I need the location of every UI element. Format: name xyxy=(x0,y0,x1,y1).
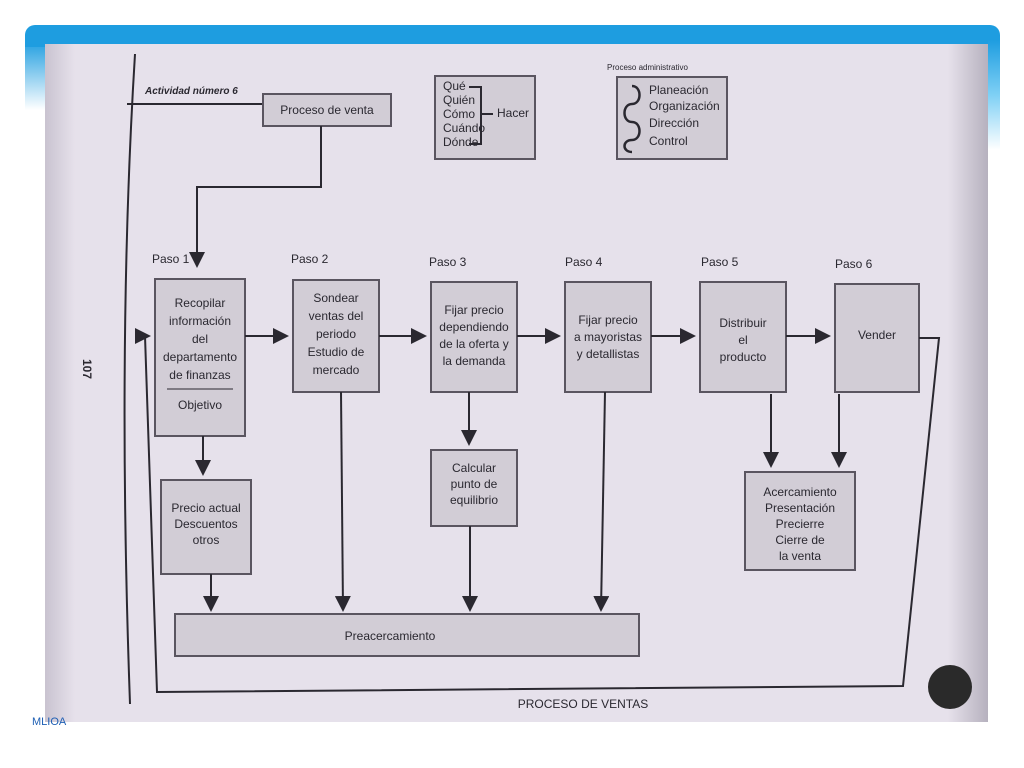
page-shadow-right xyxy=(948,44,988,722)
arrow-proceso-to-paso1 xyxy=(189,126,322,268)
svg-text:Quién: Quién xyxy=(443,93,475,107)
proceso-admin-title: Proceso administrativo xyxy=(607,63,688,72)
arrow-paso2-pre xyxy=(334,391,351,612)
svg-text:Objetivo: Objetivo xyxy=(178,398,222,412)
svg-text:información: información xyxy=(169,314,231,328)
arrow-paso4-pre xyxy=(593,391,610,612)
page-shadow-left xyxy=(45,44,75,722)
proceso-admin-box: Planeación Organización Dirección Contro… xyxy=(616,76,728,160)
svg-text:Vender: Vender xyxy=(858,328,896,342)
slide-top-bar xyxy=(25,25,1000,47)
chain-icon xyxy=(623,84,641,154)
paso-2-label: Paso 2 xyxy=(291,252,329,266)
paso-1-box: Recopilar información del departamento d… xyxy=(154,278,246,437)
svg-text:Distribuir: Distribuir xyxy=(719,316,766,330)
arrow-loop-back xyxy=(135,328,941,694)
svg-text:ventas del: ventas del xyxy=(309,309,364,323)
svg-text:mercado: mercado xyxy=(313,363,360,377)
svg-text:Planeación: Planeación xyxy=(649,83,708,97)
paso-3-box: Fijar precio dependiendo de la oferta y … xyxy=(430,281,518,393)
proceso-venta-box: Proceso de venta xyxy=(262,93,392,127)
acercamiento-box: Acercamiento Presentación Precierre Cier… xyxy=(744,471,856,571)
svg-text:de finanzas: de finanzas xyxy=(169,368,230,382)
page-number: 107 xyxy=(80,359,94,379)
svg-text:de la oferta y: de la oferta y xyxy=(439,337,508,351)
paso-1-label: Paso 1 xyxy=(152,252,190,266)
svg-text:Cómo: Cómo xyxy=(443,107,475,121)
svg-text:equilibrio: equilibrio xyxy=(450,493,498,507)
svg-text:y detallistas: y detallistas xyxy=(577,347,640,361)
svg-text:producto: producto xyxy=(720,350,767,364)
process-diagram: Actividad número 6 107 Proceso de venta … xyxy=(80,53,972,711)
svg-text:del: del xyxy=(192,332,208,346)
slide-right-accent xyxy=(988,40,1000,150)
svg-text:Estudio de: Estudio de xyxy=(308,345,365,359)
diagram-photo: Actividad número 6 107 Proceso de venta … xyxy=(45,44,988,722)
svg-text:otros: otros xyxy=(193,533,220,547)
svg-text:Qué: Qué xyxy=(443,79,466,93)
activity-label: Actividad número 6 xyxy=(144,86,238,97)
svg-text:departamento: departamento xyxy=(163,350,237,364)
paso-4-label: Paso 4 xyxy=(565,255,603,269)
svg-text:Descuentos: Descuentos xyxy=(174,517,237,531)
svg-text:la venta: la venta xyxy=(779,549,821,563)
slide-left-accent xyxy=(25,40,45,110)
page-edge-line xyxy=(123,53,136,705)
svg-text:Fijar precio: Fijar precio xyxy=(444,303,504,317)
svg-text:Acercamiento: Acercamiento xyxy=(763,485,837,499)
svg-text:a mayoristas: a mayoristas xyxy=(574,330,642,344)
binder-ring xyxy=(928,665,972,709)
svg-text:punto de: punto de xyxy=(451,477,498,491)
svg-text:Hacer: Hacer xyxy=(497,106,529,120)
svg-text:Calcular: Calcular xyxy=(452,461,496,475)
svg-text:Cierre de: Cierre de xyxy=(775,533,825,547)
svg-text:Dónde: Dónde xyxy=(443,135,479,149)
precio-actual-box: Precio actual Descuentos otros xyxy=(160,479,252,575)
svg-text:periodo: periodo xyxy=(316,327,356,341)
paso-4-box: Fijar precio a mayoristas y detallistas xyxy=(564,281,652,393)
svg-text:Control: Control xyxy=(649,134,688,148)
svg-text:la demanda: la demanda xyxy=(443,354,506,368)
hacer-box: Qué Quién Cómo Cuándo Dónde Hacer xyxy=(434,75,536,160)
svg-text:Organización: Organización xyxy=(649,99,720,113)
paso-5-label: Paso 5 xyxy=(701,255,739,269)
calcular-box: Calcular punto de equilibrio xyxy=(430,449,518,527)
preacercamiento-box: Preacercamiento xyxy=(174,613,640,657)
paso-2-box: Sondear ventas del periodo Estudio de me… xyxy=(292,279,380,393)
watermark: MLIOA xyxy=(32,716,67,728)
svg-text:Presentación: Presentación xyxy=(765,501,835,515)
paso-5-box: Distribuir el producto xyxy=(699,281,787,393)
svg-text:Proceso de venta: Proceso de venta xyxy=(280,103,374,117)
svg-text:Fijar precio: Fijar precio xyxy=(578,313,638,327)
svg-text:Dirección: Dirección xyxy=(649,116,699,130)
svg-text:Cuándo: Cuándo xyxy=(443,121,485,135)
svg-text:Preacercamiento: Preacercamiento xyxy=(345,629,436,643)
svg-text:Precierre: Precierre xyxy=(776,517,825,531)
paso-6-box: Vender xyxy=(834,283,920,393)
svg-text:Recopilar: Recopilar xyxy=(175,296,226,310)
svg-text:el: el xyxy=(738,333,747,347)
paso-6-label: Paso 6 xyxy=(835,257,873,271)
svg-text:dependiendo: dependiendo xyxy=(439,320,509,334)
paso-3-label: Paso 3 xyxy=(429,255,467,269)
svg-text:Sondear: Sondear xyxy=(313,291,358,305)
svg-text:Precio actual: Precio actual xyxy=(171,501,240,515)
proceso-ventas-label: PROCESO DE VENTAS xyxy=(518,697,648,711)
